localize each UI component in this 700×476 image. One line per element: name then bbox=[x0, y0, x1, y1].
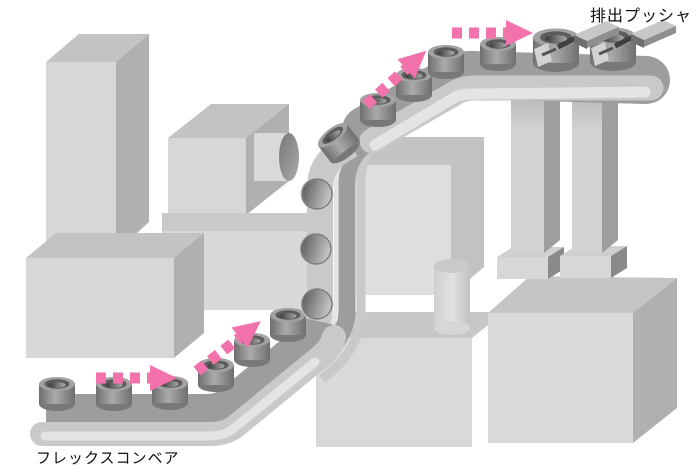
vertical-cylinder-body bbox=[434, 266, 470, 328]
machine-block-with-cylinder bbox=[168, 104, 299, 215]
column1-front bbox=[511, 80, 544, 253]
pusher-body bbox=[631, 20, 676, 48]
machine-front-face bbox=[168, 138, 246, 215]
vertical-cylinder bbox=[434, 259, 470, 335]
discharge-pusher-1 bbox=[534, 21, 619, 67]
left-top-face bbox=[26, 233, 204, 258]
pusher-body-end bbox=[631, 34, 644, 48]
workpiece-puck bbox=[428, 45, 464, 79]
workpiece-puck-face bbox=[299, 286, 335, 322]
track-lower-front-highlight bbox=[40, 357, 320, 441]
pusher-body-front bbox=[587, 27, 619, 48]
pusher-body bbox=[574, 21, 619, 49]
column2-side bbox=[602, 72, 618, 253]
base1-front bbox=[497, 257, 548, 279]
pusher-label: 排出プッシャ bbox=[590, 7, 692, 25]
conveyor-label: フレックスコンベア bbox=[36, 450, 180, 467]
pusher-body-front bbox=[644, 26, 676, 47]
left-front-face bbox=[26, 258, 174, 358]
bottom-center-front-face bbox=[316, 338, 472, 447]
tower-top-face bbox=[46, 34, 149, 62]
machine-block-tower bbox=[46, 34, 149, 252]
base2-side bbox=[611, 246, 627, 278]
pusher-body-top bbox=[574, 21, 619, 41]
column1-side bbox=[544, 72, 560, 253]
track-upper-surface bbox=[342, 51, 670, 154]
workpiece-puck bbox=[39, 377, 75, 411]
track-lower-surface bbox=[46, 317, 333, 424]
workpiece-puck-face bbox=[298, 231, 334, 267]
discharge-pusher-2 bbox=[591, 20, 676, 66]
base2-front bbox=[560, 256, 611, 278]
tower-front-face bbox=[46, 62, 116, 252]
workpiece-puck-face bbox=[299, 176, 335, 212]
pusher-plate-edge bbox=[598, 46, 614, 56]
vertical-cylinder-bottom bbox=[434, 321, 470, 335]
horizontal-cylinder bbox=[254, 133, 299, 181]
flex-conveyor-track bbox=[30, 51, 670, 446]
workpiece-puck bbox=[360, 93, 396, 127]
pusher-body-top bbox=[631, 20, 676, 40]
pusher-body-end bbox=[574, 35, 587, 49]
tower-side-face bbox=[116, 34, 149, 252]
machine-top-face bbox=[168, 104, 289, 138]
center-side-face bbox=[451, 137, 484, 295]
pusher-columns bbox=[511, 72, 618, 253]
pusher-plate-edge bbox=[541, 47, 557, 57]
panel-top-edge bbox=[162, 213, 333, 231]
cylinder-cap bbox=[279, 133, 299, 181]
track-upper-front-highlight bbox=[369, 86, 651, 151]
left-side-face bbox=[174, 233, 204, 358]
column2-front bbox=[572, 80, 602, 253]
machine-block-bottom-right bbox=[488, 276, 677, 443]
bottom-right-side-face bbox=[633, 278, 677, 443]
bottom-right-front-face bbox=[488, 313, 633, 443]
machine-block-left bbox=[26, 233, 204, 358]
vertical-cylinder-top bbox=[434, 259, 470, 273]
bottom-right-top-face bbox=[488, 276, 677, 313]
workpiece-puck bbox=[270, 308, 306, 342]
